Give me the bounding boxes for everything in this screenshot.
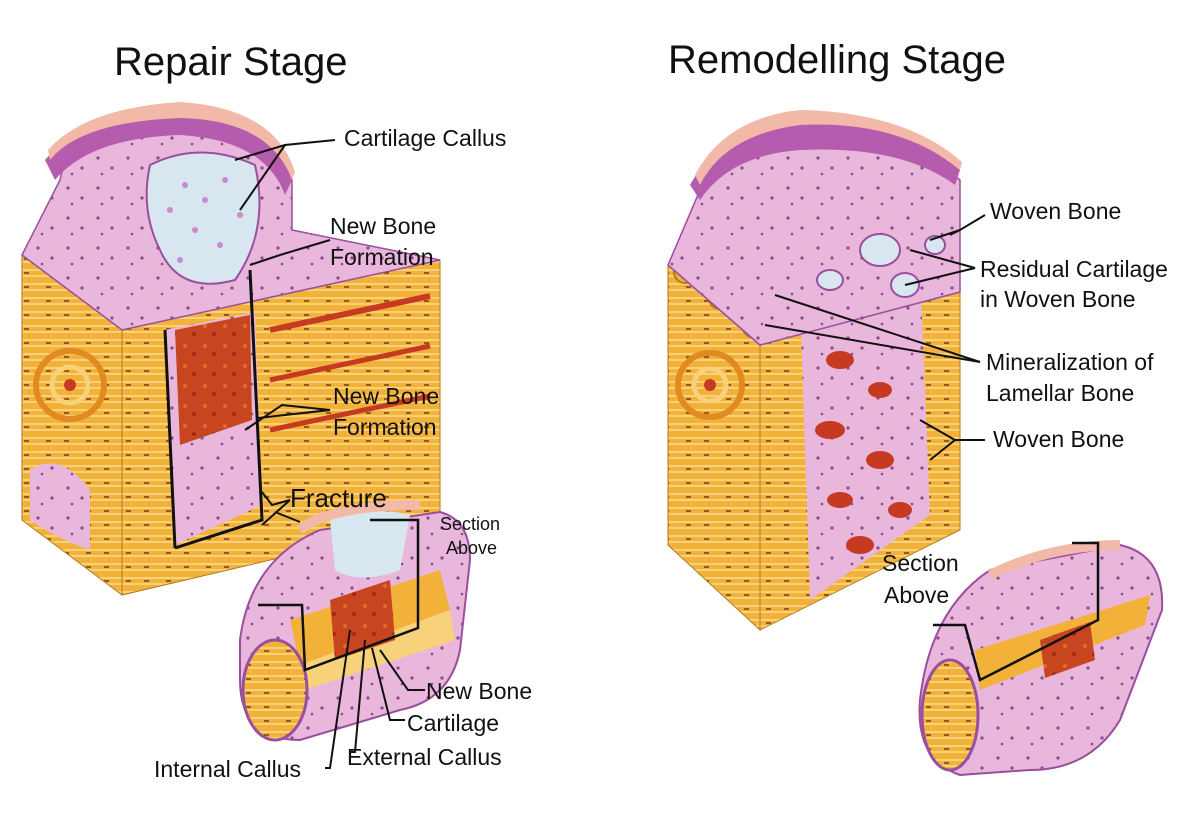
label-section-above-a: Section: [440, 514, 501, 534]
label-woven-bone-bottom: Woven Bone: [993, 426, 1125, 452]
label-external-callus: External Callus: [347, 744, 502, 770]
label-new-bone: New Bone: [426, 678, 533, 704]
repair-leader-lines: [234, 139, 425, 769]
remodelling-section-diagram: [918, 540, 1164, 777]
label-residual-cartilage-a: Residual Cartilage: [980, 256, 1168, 282]
label-section-above-a-remodel: Section: [882, 550, 959, 576]
label-section-above-b-remodel: Above: [884, 582, 950, 608]
repair-stage-title: Repair Stage: [114, 40, 348, 84]
label-residual-cartilage-b: in Woven Bone: [980, 286, 1136, 312]
label-section-above-b: Above: [446, 538, 498, 558]
label-cartilage-callus: Cartilage Callus: [344, 125, 507, 151]
label-mineralization-a: Mineralization of: [986, 349, 1154, 375]
label-new-bone-formation-1b: Formation: [330, 244, 434, 270]
label-new-bone-formation-2a: New Bone: [333, 383, 440, 409]
remodelling-stage-title: Remodelling Stage: [668, 38, 1006, 82]
label-mineralization-b: Lamellar Bone: [986, 380, 1135, 406]
label-fracture: Fracture: [290, 483, 387, 513]
label-new-bone-formation-1a: New Bone: [330, 213, 437, 239]
label-new-bone-formation-2b: Formation: [333, 414, 437, 440]
remodelling-leader-lines: [764, 214, 986, 461]
label-internal-callus: Internal Callus: [154, 756, 302, 782]
repair-section-diagram: [239, 500, 472, 742]
label-woven-bone-top: Woven Bone: [990, 198, 1122, 224]
label-cartilage: Cartilage: [407, 710, 500, 736]
remodelling-bone-block: [667, 110, 962, 632]
